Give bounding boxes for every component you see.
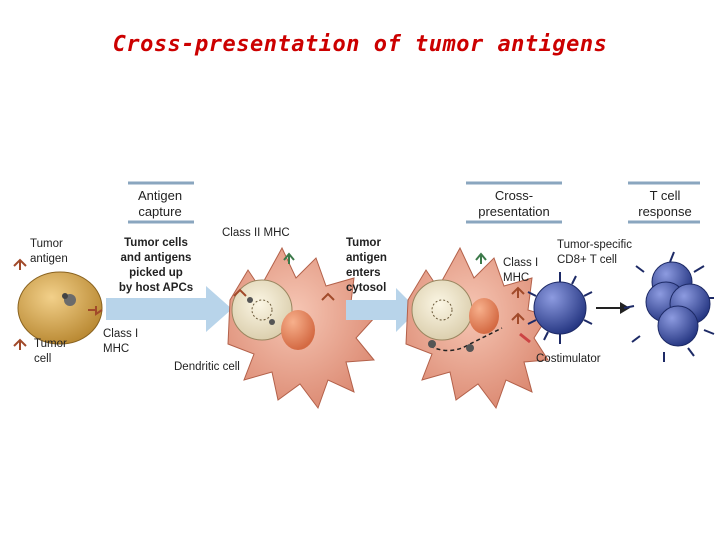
label-class1-left-2: MHC [103,343,129,355]
header-antigen-capture: Antigen capture [128,181,194,224]
cytosol-entry-arrow [346,288,418,332]
nucleus-2 [411,279,473,341]
label-class2-mhc: Class II MHC [222,227,290,239]
header-response-line2: response [638,204,691,219]
expanded-t-cells [623,251,715,362]
header-cross-line2: presentation [478,204,550,219]
label-costimulator: Costimulator [536,353,601,365]
header-cross-line1: Cross- [495,188,533,203]
header-capture-line2: capture [138,204,181,219]
dendritic-cell-1 [227,246,377,410]
mhc-receptor-icon [13,258,103,350]
label-specific-1: Tumor-specific [557,239,632,251]
antigen-capture-arrow [106,286,232,332]
header-t-cell-response: T cell response [628,181,700,224]
label-pickup-4: by host APCs [119,282,193,294]
label-pickup-1: Tumor cells [124,237,188,249]
cd8-t-cell [527,272,630,344]
label-tumor-cell-2: cell [34,353,51,365]
class1-mhc-icon [511,286,525,324]
label-enters-3: enters [346,267,381,279]
label-class1-right-2: MHC [503,272,529,284]
dendritic-cell-2 [405,246,549,410]
header-cross-presentation: Cross- presentation [466,181,562,224]
vesicle-1 [281,310,315,350]
vesicle-2 [469,298,499,334]
label-enters-2: antigen [346,252,387,264]
tumor-cell [17,271,103,345]
slide-title: Cross-presentation of tumor antigens [112,32,608,57]
label-specific-2: CD8+ T cell [557,254,617,266]
costimulator-icon [519,332,531,344]
label-enters-1: Tumor [346,237,381,249]
label-tumor-antigen-1: Tumor [30,238,63,250]
label-pickup-3: picked up [129,267,183,279]
class2-mhc-icon [283,252,295,264]
label-tumor-antigen-2: antigen [30,253,68,265]
label-pickup-2: and antigens [121,252,192,264]
label-enters-4: cytosol [346,282,386,294]
label-class1-right-1: Class I [503,257,538,269]
header-response-line1: T cell [650,188,681,203]
label-dendritic-cell: Dendritic cell [174,361,240,373]
header-capture-line1: Antigen [138,188,182,203]
label-tumor-cell-1: Tumor [34,338,67,350]
label-class1-left-1: Class I [103,328,138,340]
nucleus-1 [231,279,293,341]
